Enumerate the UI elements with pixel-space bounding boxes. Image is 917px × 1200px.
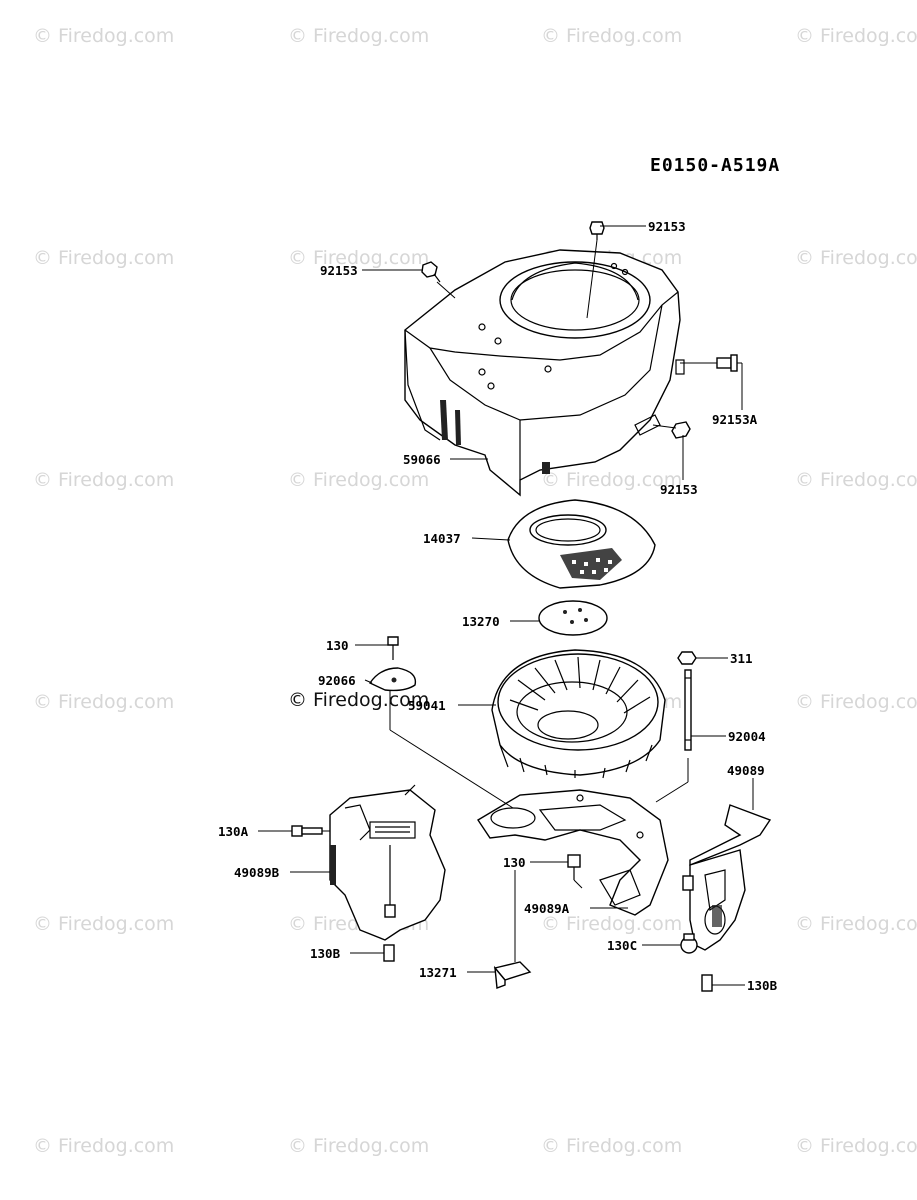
label-130A: 130A: [218, 824, 249, 839]
label-92153-right: 92153: [660, 482, 698, 497]
label-92153-top: 92153: [648, 219, 686, 234]
watermark: © Firedog.com: [541, 1135, 682, 1157]
bolt-130B-left: [383, 944, 395, 962]
blower-housing-59066: [404, 249, 685, 497]
label-13271: 13271: [419, 965, 457, 980]
label-130B-right: 130B: [747, 978, 778, 993]
bolt-92153A: [716, 354, 738, 372]
label-92153A: 92153A: [712, 412, 758, 427]
label-49089B: 49089B: [234, 865, 280, 880]
bracket-13271: [493, 961, 532, 989]
bolt-130-mid: [567, 854, 581, 880]
stud-92004: [684, 669, 692, 751]
watermark: © Firedog.com: [288, 247, 429, 269]
bolt-92153-top: [589, 221, 605, 240]
watermark: © Firedog.com: [795, 25, 917, 47]
watermark: © Firedog.com: [288, 1135, 429, 1157]
flywheel-59041: [491, 649, 666, 779]
label-49089A: 49089A: [524, 901, 570, 916]
bolt-130C: [680, 933, 698, 954]
bolt-130-top: [387, 636, 399, 660]
label-59066: 59066: [403, 452, 441, 467]
watermark: © Firedog.com: [541, 469, 682, 491]
watermark: © Firedog.com: [33, 691, 174, 713]
watermark: © Firedog.com: [541, 25, 682, 47]
label-130C: 130C: [607, 938, 637, 953]
watermark: © Firedog.com: [288, 25, 429, 47]
watermark: © Firedog.com: [33, 469, 174, 491]
screen-14037: [507, 499, 656, 589]
label-92066: 92066: [318, 673, 356, 688]
label-92153-left: 92153: [320, 263, 358, 278]
watermark: © Firedog.com: [288, 469, 429, 491]
washer-92066: [368, 667, 417, 692]
watermark: © Firedog.com: [795, 691, 917, 713]
watermark: © Firedog.com: [33, 25, 174, 47]
label-13270: 13270: [462, 614, 500, 629]
bolt-92153-right: [671, 421, 691, 439]
plate-13270: [538, 600, 608, 636]
nut-311: [677, 651, 697, 665]
bolt-130A: [291, 825, 323, 837]
watermark: © Firedog.com: [33, 247, 174, 269]
watermark-dark: © Firedog.com: [288, 689, 429, 711]
watermark: © Firedog.com: [33, 1135, 174, 1157]
label-130-top: 130: [326, 638, 349, 653]
watermark-grid: © Firedog.com © Firedog.com © Firedog.co…: [33, 25, 917, 1157]
bolt-92153-left: [421, 261, 441, 283]
diagram-code: E0150-A519A: [650, 155, 780, 176]
watermark: © Firedog.com: [541, 913, 682, 935]
label-59041: 59041: [408, 698, 446, 713]
shroud-49089: [682, 804, 772, 951]
shroud-49089B: [329, 784, 446, 941]
watermark: © Firedog.com: [795, 247, 917, 269]
leader-lines: [258, 225, 754, 986]
label-49089: 49089: [727, 763, 765, 778]
label-14037: 14037: [423, 531, 461, 546]
label-130B-left: 130B: [310, 946, 341, 961]
label-130-mid: 130: [503, 855, 526, 870]
baffle-plate: [477, 789, 669, 916]
label-311: 311: [730, 651, 753, 666]
watermark: © Firedog.com: [795, 1135, 917, 1157]
part-labels: 92153 92153 92153A 92153 59066 14037 132…: [218, 219, 778, 993]
bolt-130B-right: [701, 974, 713, 992]
watermark: © Firedog.com: [795, 469, 917, 491]
label-92004: 92004: [728, 729, 766, 744]
watermark: © Firedog.com: [33, 913, 174, 935]
watermark: © Firedog.com: [795, 913, 917, 935]
